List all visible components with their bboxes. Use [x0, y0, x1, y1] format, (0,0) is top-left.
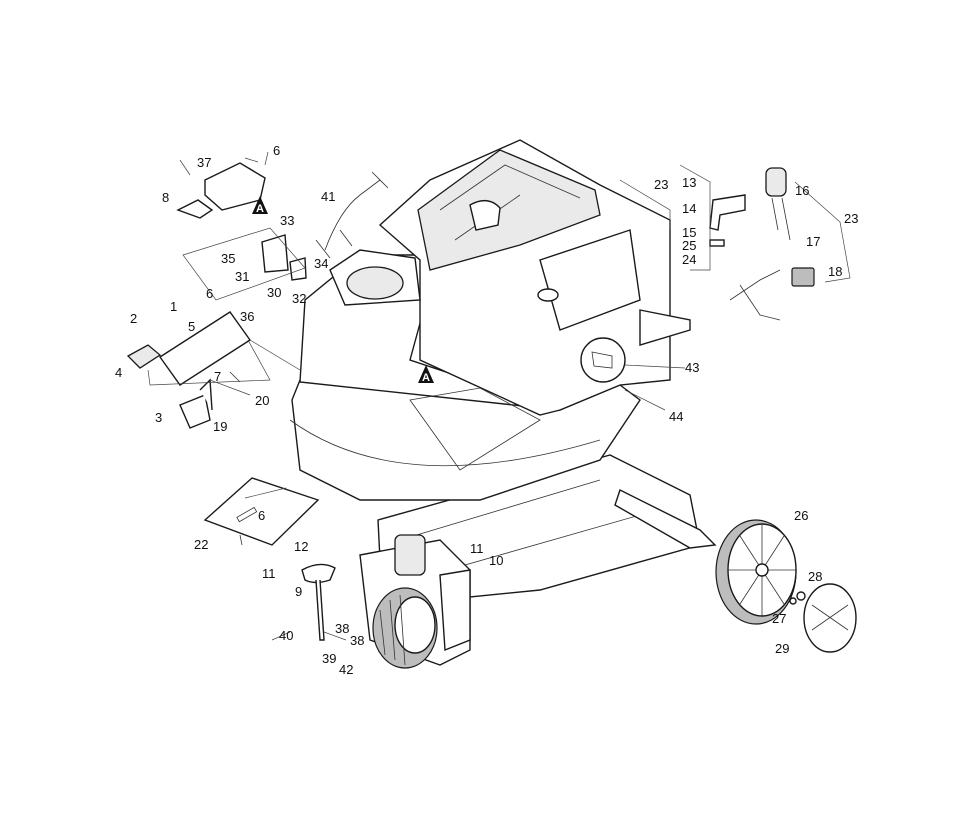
callout-16: 16: [795, 183, 809, 198]
callout-10: 10: [489, 553, 503, 568]
callout-29: 29: [775, 641, 789, 656]
mounting-bracket: [709, 194, 746, 247]
wiring-harness: [315, 171, 389, 259]
leader-lines: [147, 151, 851, 641]
callout-labels: 1 2 3 4 5 6 6 6 7 8 9 10 11 11 12 13 14 …: [115, 143, 858, 677]
washer-parts: [789, 591, 806, 605]
callout-25: 25: [682, 238, 696, 253]
svg-text:A: A: [422, 372, 430, 384]
callout-42: 42: [339, 662, 353, 677]
detail-circle: [580, 337, 626, 383]
machine-body: [289, 139, 691, 501]
callout-4: 4: [115, 365, 122, 380]
callout-23a: 23: [654, 177, 668, 192]
callout-11a: 11: [470, 541, 484, 556]
callout-11b: 11: [262, 566, 276, 581]
callout-38a: 38: [335, 621, 349, 636]
callout-6b: 6: [206, 286, 213, 301]
reference-mark-2: A: [418, 365, 434, 384]
callout-1: 1: [170, 299, 177, 314]
callout-30: 30: [267, 285, 281, 300]
hub-cap: [803, 583, 857, 653]
callout-37: 37: [197, 155, 211, 170]
callout-43: 43: [685, 360, 699, 375]
callout-36: 36: [240, 309, 254, 324]
callout-24: 24: [682, 252, 696, 267]
callout-39: 39: [322, 651, 336, 666]
rocker-switch: [791, 267, 815, 287]
callout-28: 28: [808, 569, 822, 584]
callout-18: 18: [828, 264, 842, 279]
callout-3: 3: [155, 410, 162, 425]
electrical-harness: [729, 269, 781, 321]
callout-6a: 6: [273, 143, 280, 158]
callout-22: 22: [194, 537, 208, 552]
callout-2: 2: [130, 311, 137, 326]
drive-wheel-assembly: [359, 534, 471, 669]
beacon-light: [765, 167, 791, 241]
callout-19: 19: [213, 419, 227, 434]
callout-34: 34: [314, 256, 328, 271]
callout-20: 20: [255, 393, 269, 408]
callout-7: 7: [214, 369, 221, 384]
callout-8: 8: [162, 190, 169, 205]
callout-32: 32: [292, 291, 306, 306]
callout-41: 41: [321, 189, 335, 204]
callout-44: 44: [669, 409, 683, 424]
callout-27: 27: [772, 611, 786, 626]
callout-35: 35: [221, 251, 235, 266]
callout-13: 13: [682, 175, 696, 190]
callout-14: 14: [682, 201, 696, 216]
lever-assembly: [301, 563, 336, 641]
floor-plate: [203, 477, 320, 546]
callout-40: 40: [279, 628, 293, 643]
callout-12: 12: [294, 539, 308, 554]
callout-23b: 23: [844, 211, 858, 226]
callout-9: 9: [295, 584, 302, 599]
callout-5: 5: [188, 319, 195, 334]
callout-26: 26: [794, 508, 808, 523]
callout-6c: 6: [258, 508, 265, 523]
rear-wheel: [715, 519, 797, 625]
bracket-assembly: [261, 234, 307, 281]
callout-33: 33: [280, 213, 294, 228]
top-cover: [176, 162, 266, 219]
callout-15: 15: [682, 225, 696, 240]
reference-mark-1: A: [252, 196, 268, 215]
callout-17: 17: [806, 234, 820, 249]
svg-text:A: A: [256, 203, 264, 215]
callout-38b: 38: [350, 633, 364, 648]
callout-31: 31: [235, 269, 249, 284]
